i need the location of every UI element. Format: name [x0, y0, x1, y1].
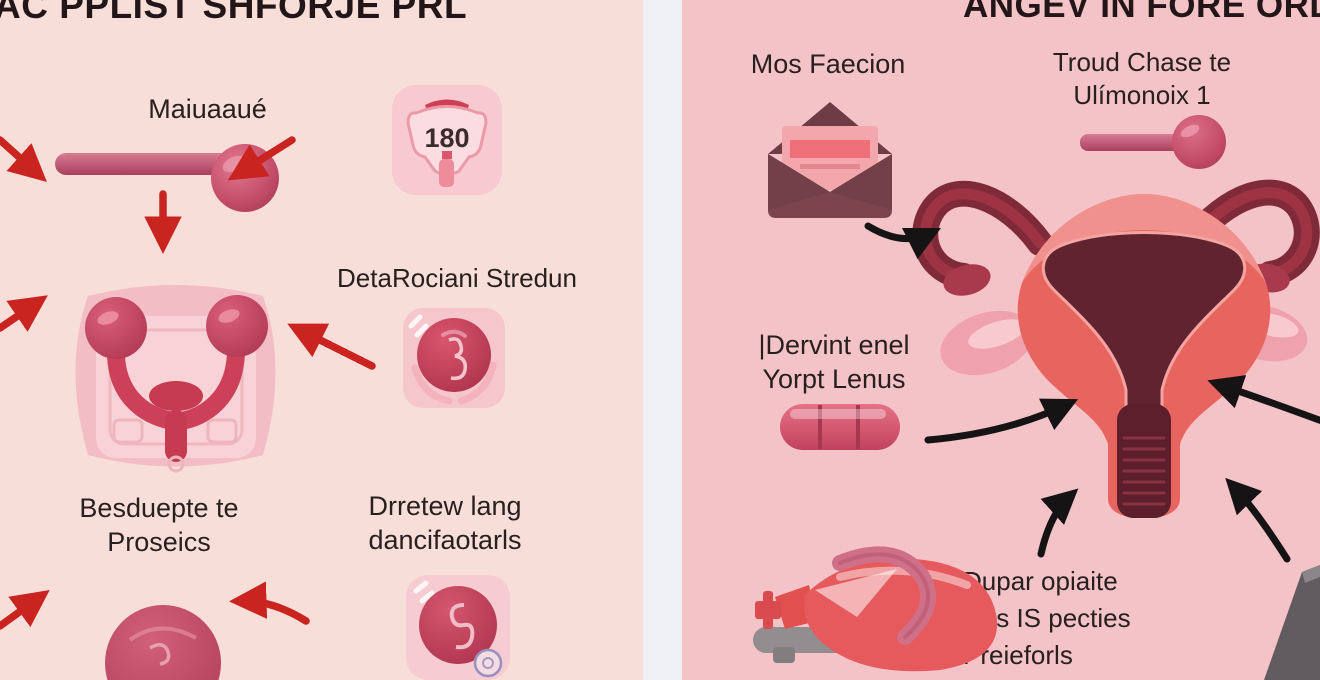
temperature-value: 180: [424, 123, 469, 153]
sphere-label: Drretew lang dancifaotarls: [336, 489, 554, 557]
thermometer-right-label-line1: Troud Chase te: [1052, 47, 1232, 77]
cycle-icon: [403, 308, 505, 408]
left-panel-title: AC PPLIST SHFORJE PRL: [0, 0, 468, 26]
thermometer-icon: [55, 144, 279, 212]
panel-divider: [643, 0, 682, 680]
sphere-icon: [406, 575, 510, 680]
hot-water-bottle-icon: [753, 546, 998, 672]
ball-label-line1: Besduepte te: [79, 493, 239, 523]
uterus-icon: [75, 285, 276, 473]
envelope-label: Mos Faecion: [750, 49, 906, 79]
thermometer-label: Maiuaaué: [148, 94, 267, 124]
ball-label-line2: Proseics: [107, 527, 211, 558]
pill-label-line1: |Dervint enel: [758, 330, 910, 360]
pill-icon: [780, 404, 900, 450]
uterus-illustration: [912, 179, 1320, 518]
cycle-label: DetaRociani Stredun: [337, 263, 577, 293]
bottle-label-line1: Dupar opiaite: [963, 566, 1118, 596]
sphere-label-line2: dancifaotarls: [368, 525, 522, 556]
pill-label-line2: Yorpt Lenus: [762, 364, 906, 395]
pill-label: |Dervint enel Yorpt Lenus: [735, 328, 933, 396]
right-panel-title: ANGEV IN FORE ORL: [963, 0, 1320, 25]
envelope-icon: [768, 102, 892, 218]
temperature-badge-icon: 180: [392, 85, 502, 195]
cycle-glyph: [408, 314, 497, 405]
temperature-badge-glyph: 180: [406, 99, 488, 187]
thermometer-right-label: Troud Chase te Ulímonoix 1: [1028, 46, 1256, 112]
corner-object: [1264, 565, 1320, 680]
ball-icon: [105, 605, 221, 680]
sphere-glyph: [413, 580, 503, 678]
thermometer-right-icon: [1080, 115, 1226, 169]
sphere-label-line1: Drretew lang: [368, 491, 522, 521]
thermometer-right-label-line2: Ulímonoix 1: [1073, 79, 1211, 110]
ball-label: Besduepte te Proseics: [53, 491, 265, 559]
